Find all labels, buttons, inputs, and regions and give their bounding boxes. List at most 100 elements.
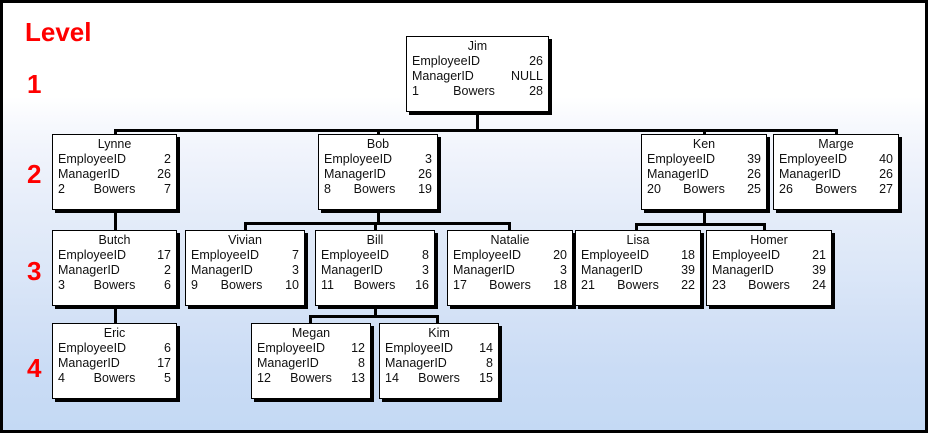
- left-visit-number: 1: [412, 84, 419, 98]
- node-surname: Bowers: [748, 278, 790, 292]
- manager-id-label: ManagerID: [712, 263, 774, 277]
- right-visit-number: 16: [415, 278, 429, 292]
- left-visit-number: 20: [647, 182, 661, 196]
- manager-id-label: ManagerID: [453, 263, 515, 277]
- manager-id-value: 39: [812, 263, 826, 277]
- node-name: Jim: [467, 39, 488, 53]
- manager-id-label: ManagerID: [581, 263, 643, 277]
- connector-ken-bus: [635, 223, 766, 226]
- level-heading: Level: [25, 17, 92, 47]
- node-surname: Bowers: [290, 371, 332, 385]
- left-visit-number: 14: [385, 371, 399, 385]
- employee-id-label: EmployeeID: [58, 248, 127, 262]
- right-visit-number: 27: [879, 182, 893, 196]
- node-surname: Bowers: [683, 182, 725, 196]
- connector-bus-to-bill: [374, 222, 377, 231]
- node-traversal-row: 12 Bowers 13: [257, 371, 365, 386]
- node-name: Megan: [291, 326, 331, 340]
- left-visit-number: 3: [58, 278, 65, 292]
- node-traversal-row: 26 Bowers 27: [779, 182, 893, 197]
- employee-id-value: 17: [157, 248, 171, 262]
- manager-id-label: ManagerID: [647, 167, 709, 181]
- right-visit-number: 22: [681, 278, 695, 292]
- right-visit-number: 7: [164, 182, 171, 196]
- employee-id-value: 20: [553, 248, 567, 262]
- left-visit-number: 23: [712, 278, 726, 292]
- manager-id-value: 26: [747, 167, 761, 181]
- employee-id-label: EmployeeID: [385, 341, 454, 355]
- level-number-2: 2: [27, 159, 42, 189]
- employee-id-value: 14: [479, 341, 493, 355]
- connector-bus-to-bob: [377, 129, 380, 135]
- node-surname: Bowers: [815, 182, 857, 196]
- employee-id-value: 6: [164, 341, 171, 355]
- left-visit-number: 11: [321, 278, 334, 292]
- right-visit-number: 28: [529, 84, 543, 98]
- node-manager-id-row: ManagerID 26: [324, 167, 432, 182]
- node-employee-id-row: EmployeeID 17: [58, 248, 171, 263]
- employee-id-label: EmployeeID: [58, 152, 127, 166]
- employee-id-value: 40: [879, 152, 893, 166]
- left-visit-number: 12: [257, 371, 271, 385]
- manager-id-label: ManagerID: [58, 356, 120, 370]
- node-surname: Bowers: [353, 182, 396, 196]
- right-visit-number: 19: [418, 182, 432, 196]
- right-visit-number: 13: [351, 371, 365, 385]
- node-name: Kim: [428, 326, 450, 340]
- right-visit-number: 24: [812, 278, 826, 292]
- manager-id-label: ManagerID: [58, 263, 120, 277]
- connector-bill-bus: [309, 315, 439, 318]
- manager-id-value: 26: [418, 167, 432, 181]
- manager-id-label: ManagerID: [324, 167, 386, 181]
- left-visit-number: 21: [581, 278, 595, 292]
- node-traversal-row: 23 Bowers 24: [712, 278, 826, 293]
- node-name: Bill: [366, 233, 384, 247]
- employee-id-label: EmployeeID: [58, 341, 127, 355]
- left-visit-number: 26: [779, 182, 793, 196]
- node-name: Natalie: [490, 233, 530, 247]
- manager-id-value: 17: [157, 356, 171, 370]
- employee-id-label: EmployeeID: [647, 152, 716, 166]
- node-surname: Bowers: [93, 371, 136, 385]
- manager-id-label: ManagerID: [412, 69, 474, 83]
- node-employee-id-row: EmployeeID 6: [58, 341, 171, 356]
- right-visit-number: 6: [164, 278, 171, 292]
- left-visit-number: 4: [58, 371, 65, 385]
- employee-id-value: 26: [529, 54, 543, 68]
- manager-id-label: ManagerID: [191, 263, 253, 277]
- connector-jim-bus: [114, 129, 836, 132]
- level-number-1: 1: [27, 69, 42, 99]
- connector-bus-to-marge: [835, 129, 838, 135]
- right-visit-number: 10: [285, 278, 299, 292]
- connector-bus-to-vivian: [244, 222, 247, 231]
- node-surname: Bowers: [489, 278, 531, 292]
